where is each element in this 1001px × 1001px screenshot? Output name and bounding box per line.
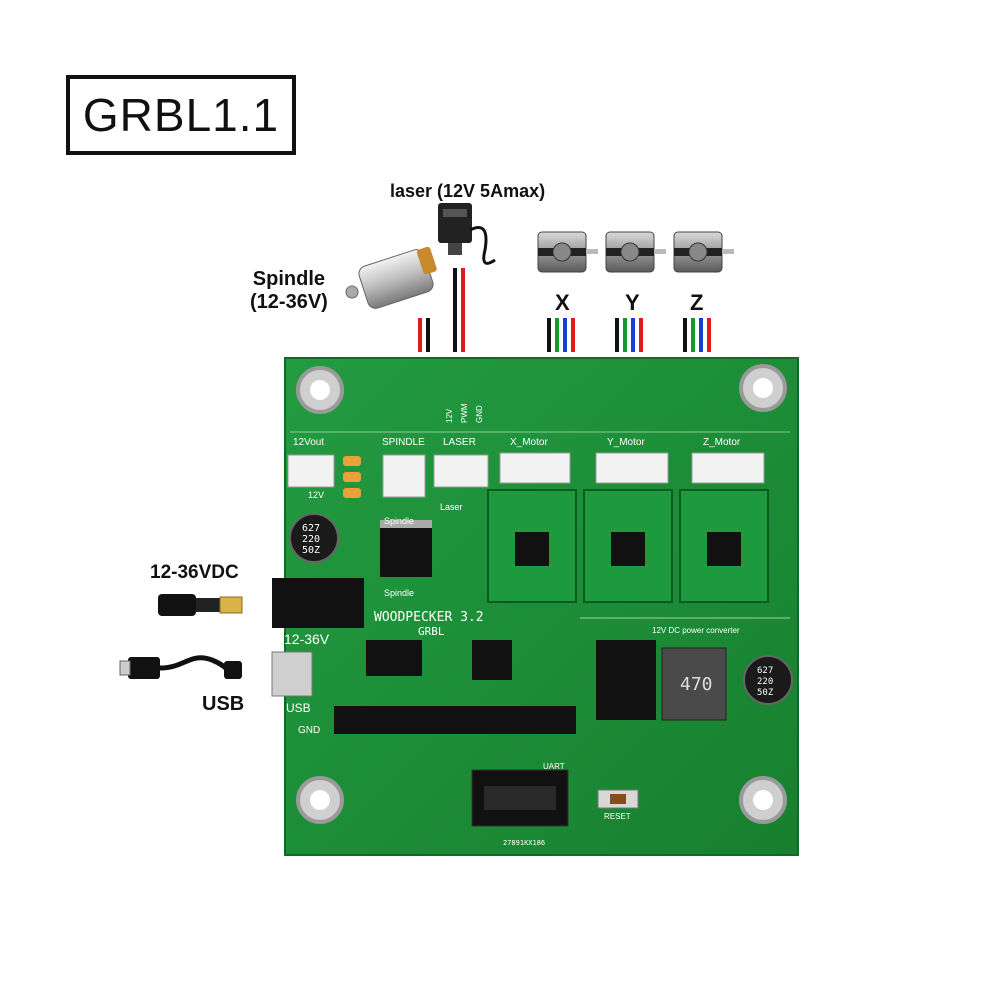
y-axis-callout: Y	[625, 290, 640, 315]
dc-plug-icon	[158, 594, 243, 616]
label-x-motor: X_Motor	[510, 437, 548, 448]
cap-left-line3: 50Z	[302, 545, 320, 556]
pcb-board: 12Vout SPINDLE LASER X_Motor Y_Motor Z_M…	[271, 357, 799, 856]
stepper-motor-y-icon	[605, 231, 666, 273]
spindle-callout-line1: Spindle	[252, 268, 326, 290]
title: GRBL1.1	[82, 89, 280, 141]
laser-pin-12v: 12V	[445, 408, 454, 423]
label-laser-conn: LASER	[443, 437, 476, 448]
label-usb-board: USB	[286, 701, 311, 715]
cap-right-line3: 50Z	[757, 688, 774, 698]
title-box: GRBL1.1	[66, 75, 296, 155]
spindle-callout-line2: (12-36V)	[250, 291, 328, 313]
label-z-motor: Z_Motor	[703, 437, 741, 448]
usb-cable-icon	[119, 655, 242, 679]
cap-left-line1: 627	[302, 523, 320, 534]
cap-left-line2: 220	[302, 534, 320, 545]
label-12vout: 12Vout	[293, 437, 324, 448]
laser-pin-gnd: GND	[475, 405, 484, 423]
label-spindle: Spindle	[384, 516, 414, 526]
stepper-motor-x-icon	[537, 231, 598, 273]
power-callout: 12-36VDC	[150, 562, 239, 583]
cap-right-line2: 220	[757, 677, 773, 687]
cap-right-line1: 627	[757, 666, 773, 676]
laser-wires	[453, 268, 465, 352]
label-reset: RESET	[604, 812, 631, 821]
board-subtitle: GRBL	[418, 625, 445, 638]
inductor-label: 470	[680, 674, 713, 695]
z-axis-callout: Z	[690, 290, 704, 315]
board-name: WOODPECKER 3.2	[374, 610, 484, 625]
label-y-motor: Y_Motor	[607, 437, 645, 448]
label-12v: 12V	[308, 490, 324, 500]
laser-module-icon	[438, 203, 496, 265]
spindle-callout: Spindle (12-36V)	[250, 268, 328, 314]
spindle-wires	[418, 318, 430, 352]
x-motor-wires	[547, 318, 575, 352]
board-serial: 27891KX186	[503, 839, 545, 847]
label-uart: UART	[543, 762, 565, 771]
laser-pin-pwm: PWM	[460, 403, 469, 423]
x-axis-callout: X	[555, 290, 570, 315]
label-spindle-bottom: Spindle	[384, 588, 414, 598]
label-spindle-conn: SPINDLE	[382, 437, 425, 448]
z-motor-wires	[683, 318, 711, 352]
label-laser: Laser	[440, 502, 463, 512]
stepper-motor-z-icon	[673, 231, 734, 273]
usb-callout: USB	[202, 693, 245, 715]
label-power-converter: 12V DC power converter	[652, 626, 740, 635]
laser-callout: laser (12V 5Amax)	[390, 181, 546, 201]
y-motor-wires	[615, 318, 643, 352]
spindle-motor-icon	[345, 246, 437, 309]
label-gnd: GND	[298, 725, 320, 736]
label-12-36v: 12-36V	[284, 631, 330, 647]
